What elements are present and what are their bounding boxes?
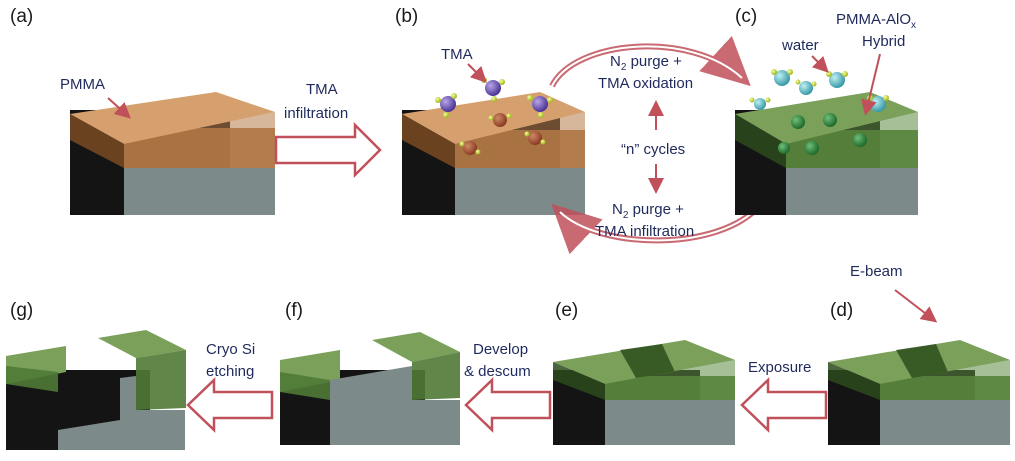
panel-label-a: (a) xyxy=(10,6,33,27)
tma-oxidation-label: TMA oxidation xyxy=(598,75,693,92)
block-a xyxy=(70,92,275,215)
n2-purge-top: N2 purge + xyxy=(610,53,682,73)
block-d xyxy=(828,340,1010,445)
hybrid-label-2: Hybrid xyxy=(862,33,905,50)
cycle-arrow-top-highlight xyxy=(551,45,743,87)
hybrid-pointer-arrow xyxy=(861,53,881,116)
tma-label: TMA xyxy=(441,46,473,63)
tma-infiltration-label-1: TMA xyxy=(306,81,338,98)
n-cycles-label: “n” cycles xyxy=(621,141,685,158)
cryo-label-1: Cryo Si xyxy=(206,341,255,358)
water-pointer-arrow xyxy=(811,55,829,73)
pmma-pointer-arrow xyxy=(107,97,131,119)
panel-label-c: (c) xyxy=(735,6,757,27)
tma-pointer-arrow xyxy=(467,63,487,83)
develop-label-2: & descum xyxy=(464,363,531,380)
n2-purge-bottom: N2 purge + xyxy=(612,201,684,221)
panel-label-e: (e) xyxy=(555,300,578,321)
panel-label-g: (g) xyxy=(10,300,33,321)
pmma-label: PMMA xyxy=(60,76,105,93)
cycle-arrow-bottom-highlight xyxy=(559,204,761,242)
arrow-f-to-g xyxy=(186,377,274,433)
molecules-c xyxy=(749,69,889,155)
develop-label-1: Develop xyxy=(473,341,528,358)
arrow-e-to-f xyxy=(464,377,552,433)
ebeam-pointer-arrow xyxy=(894,289,938,323)
panel-label-b: (b) xyxy=(395,6,418,27)
exposure-label: Exposure xyxy=(748,359,811,376)
tma-infiltration-label-2: infiltration xyxy=(284,105,348,122)
arrow-d-to-e xyxy=(740,377,828,433)
block-e xyxy=(553,340,735,445)
ebeam-label: E-beam xyxy=(850,263,903,280)
hybrid-label-1: PMMA-AlOx xyxy=(836,11,916,31)
block-c xyxy=(735,92,918,215)
arrow-a-to-b xyxy=(274,121,382,179)
water-label: water xyxy=(781,37,819,54)
panel-label-f: (f) xyxy=(285,300,303,321)
panel-label-d: (d) xyxy=(830,300,853,321)
block-g xyxy=(6,330,186,450)
block-f xyxy=(280,332,460,445)
cryo-label-2: etching xyxy=(206,363,254,380)
block-b xyxy=(402,92,585,215)
tma-infiltration-bottom-label: TMA infiltration xyxy=(595,223,694,240)
tma-molecules-b xyxy=(435,77,553,155)
